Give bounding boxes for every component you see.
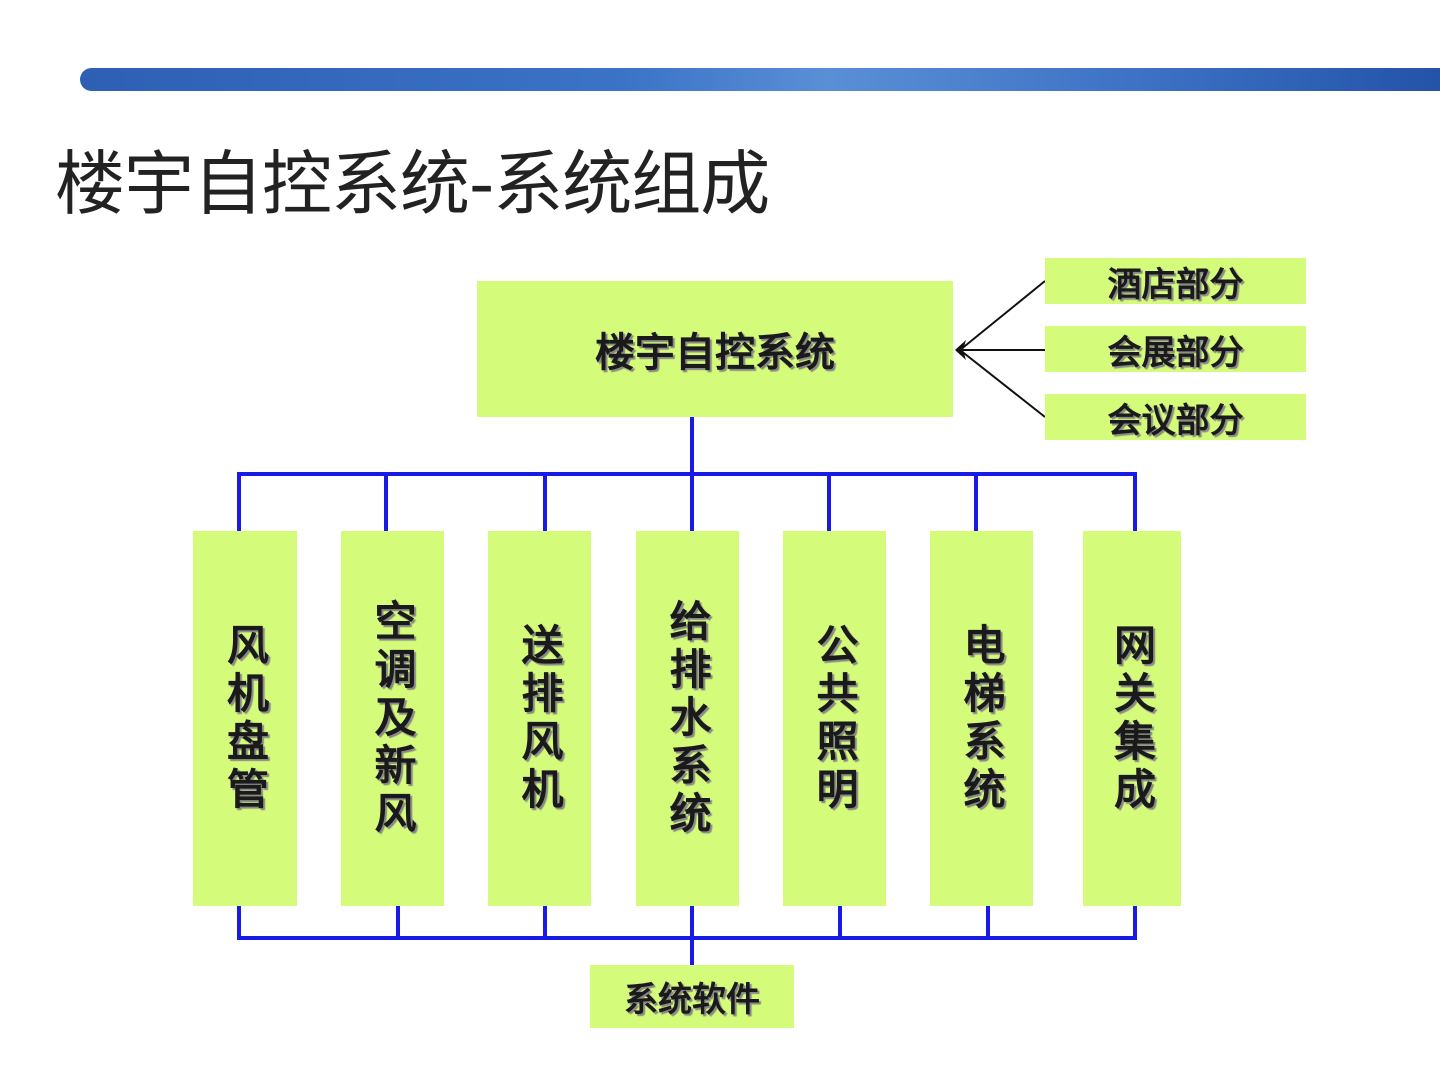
side-node-hotel: 酒店部分 (1045, 258, 1306, 305)
subsystem-node: 给排水系统 (636, 531, 739, 906)
software-node: 系统软件 (590, 965, 794, 1028)
main-node: 楼宇自控系统 (477, 281, 953, 417)
page-title: 楼宇自控系统-系统组成 (55, 143, 770, 225)
side-arrows (959, 280, 1046, 418)
subsystem-node: 电梯系统 (930, 531, 1033, 906)
subsystem-node: 送排风机 (488, 531, 591, 906)
side-node-exhibition: 会展部分 (1045, 326, 1306, 373)
subsystem-node: 空调及新风 (341, 531, 444, 906)
subsystem-node: 风机盘管 (193, 531, 297, 906)
arrow-head-icon (955, 340, 966, 360)
header-banner (80, 68, 1440, 91)
side-node-conference: 会议部分 (1045, 394, 1306, 441)
subsystem-node: 网关集成 (1083, 531, 1181, 906)
subsystem-node: 公共照明 (783, 531, 886, 906)
